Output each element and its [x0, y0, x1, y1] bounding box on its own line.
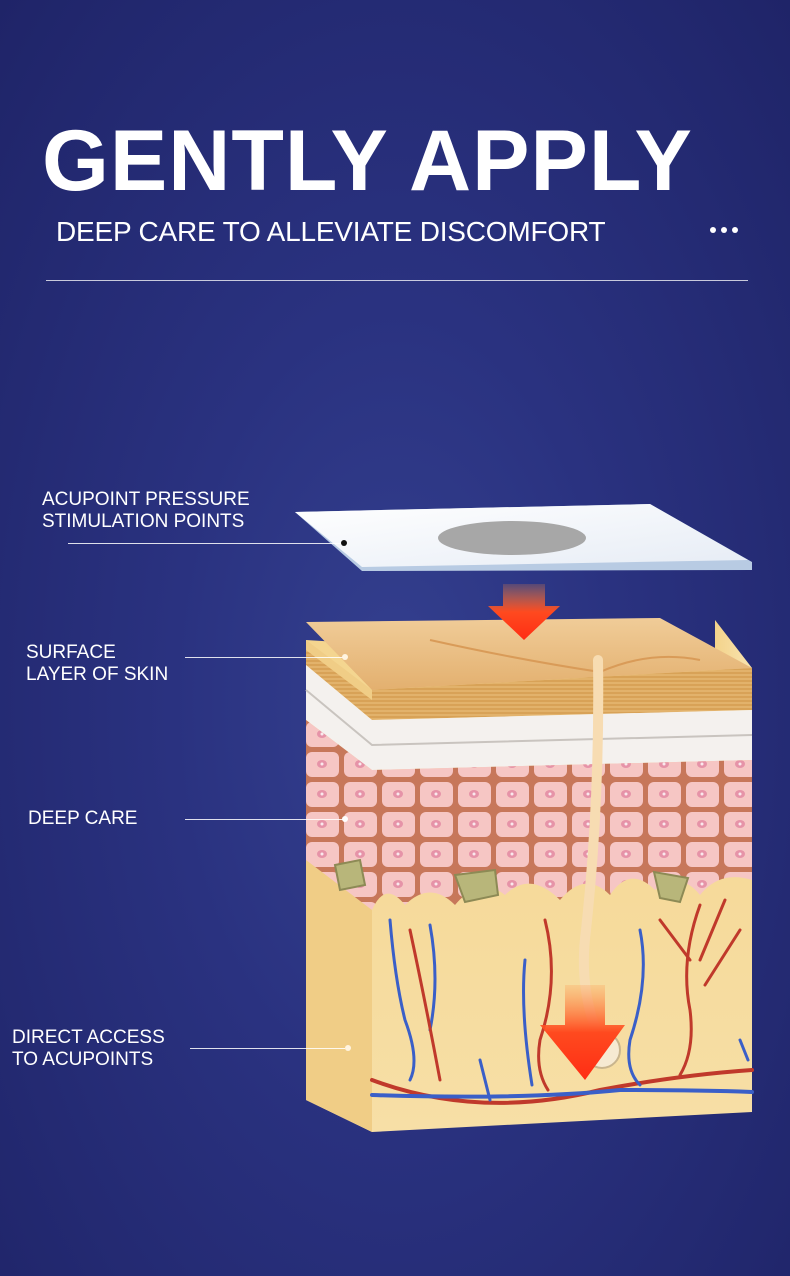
label-direct-access: DIRECT ACCESS TO ACUPOINTS [12, 1027, 165, 1071]
page-subtitle: DEEP CARE TO ALLEVIATE DISCOMFORT [56, 216, 606, 247]
more-dots-icon [710, 227, 738, 233]
label-line-1: DEEP CARE [28, 808, 138, 829]
pointer-dot [345, 1045, 351, 1051]
label-line-1: DIRECT ACCESS [12, 1027, 165, 1048]
label-surface-layer: SURFACE LAYER OF SKIN [26, 642, 168, 686]
leader-line-surface [185, 657, 343, 658]
leader-line-direct [190, 1048, 345, 1049]
leader-line-deep [185, 819, 343, 820]
pointer-dot [341, 540, 347, 546]
label-deep-care: DEEP CARE [28, 808, 137, 830]
pointer-dot [342, 654, 348, 660]
page-title: GENTLY APPLY [42, 113, 693, 209]
label-line-1: SURFACE [26, 642, 116, 663]
patch-illustration [295, 504, 752, 571]
label-line-2: LAYER OF SKIN [26, 664, 169, 685]
label-line-2: TO ACUPOINTS [12, 1049, 154, 1070]
down-arrow-icon [488, 584, 625, 1080]
pointer-dot [342, 816, 348, 822]
label-line-2: STIMULATION POINTS [42, 511, 245, 532]
label-acupoint-pressure: ACUPOINT PRESSURE STIMULATION POINTS [42, 489, 250, 533]
divider [46, 280, 748, 281]
label-line-1: ACUPOINT PRESSURE [42, 489, 250, 510]
leader-line-patch [68, 543, 342, 544]
